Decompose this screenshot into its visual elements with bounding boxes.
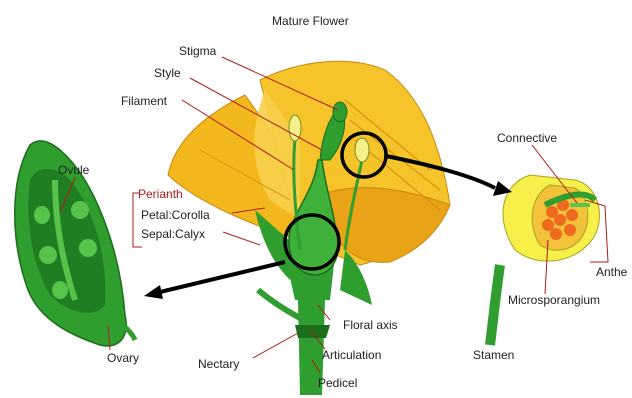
label-stamen: Stamen	[473, 348, 514, 362]
label-sepal: Sepal:Calyx	[141, 227, 205, 241]
label-floral-axis: Floral axis	[343, 318, 398, 332]
stamen-detail	[490, 175, 599, 345]
label-ovary: Ovary	[107, 351, 139, 365]
label-anther: Anthe	[596, 265, 627, 279]
label-stigma: Stigma	[179, 44, 216, 58]
label-petal: Petal:Corolla	[141, 208, 210, 222]
label-ovule: Ovule	[58, 163, 89, 177]
label-style: Style	[154, 66, 181, 80]
label-microsporangium: Microsporangium	[508, 293, 600, 307]
label-pedicel: Pedicel	[318, 376, 357, 390]
label-nectary: Nectary	[198, 357, 239, 371]
diagram-title: Mature Flower	[272, 14, 349, 28]
label-connective: Connective	[497, 131, 557, 145]
label-filament: Filament	[121, 94, 167, 108]
label-articulation: Articulation	[322, 348, 381, 362]
label-perianth: Perianth	[138, 187, 183, 201]
